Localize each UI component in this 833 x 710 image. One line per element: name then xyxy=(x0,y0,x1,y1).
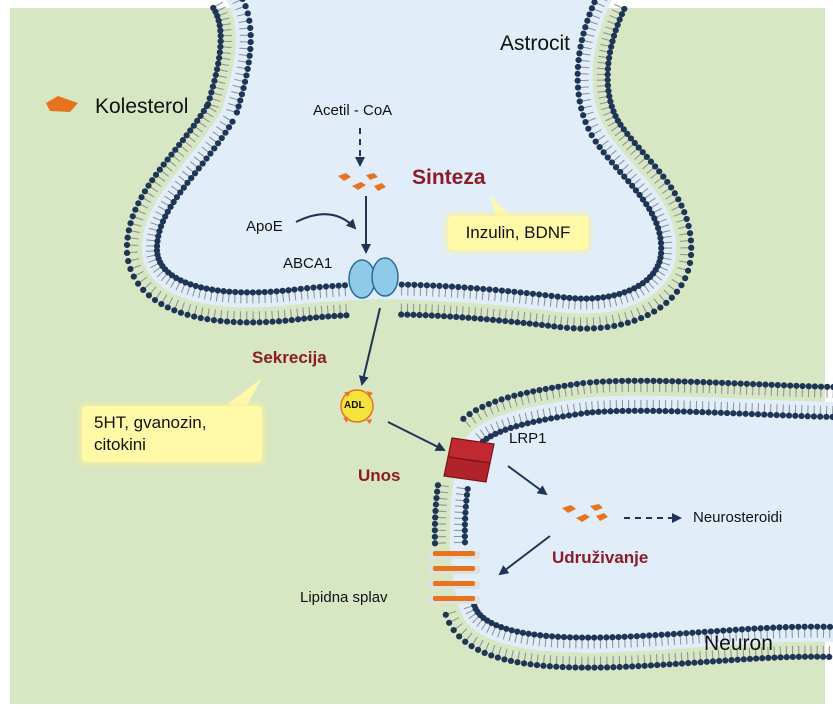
astrocyte-label: Astrocit xyxy=(500,32,570,56)
secretion-label: Sekrecija xyxy=(252,348,327,368)
neurosteroids-label: Neurosteroidi xyxy=(693,509,782,526)
lipid-raft-label: Lipidna splav xyxy=(300,589,388,606)
lrp1-receptor xyxy=(444,438,494,482)
association-label: Udruživanje xyxy=(552,548,648,568)
adl-label: ADL xyxy=(344,400,365,411)
arrow-abca1-to-adl xyxy=(362,308,380,384)
secretion-regulators-line1: 5HT, gvanozin, xyxy=(94,412,262,434)
synthesis-regulators-note: Inzulin, BDNF xyxy=(448,216,588,250)
secretion-regulators-line2: citokini xyxy=(94,434,262,456)
lrp1-label: LRP1 xyxy=(509,430,547,447)
synthesis-label: Sinteza xyxy=(412,166,486,190)
apoe-label: ApoE xyxy=(246,218,283,235)
cholesterol-legend-label: Kolesterol xyxy=(95,95,188,119)
secretion-regulators-note: 5HT, gvanozin, citokini xyxy=(82,406,262,462)
uptake-label: Unos xyxy=(358,466,401,486)
abca1-label: ABCA1 xyxy=(283,255,332,272)
neuron-label: Neuron xyxy=(704,632,773,656)
cholesterol-legend-icon xyxy=(46,96,78,112)
synthesis-regulators-text: Inzulin, BDNF xyxy=(466,223,571,242)
acetyl-coa-label: Acetil - CoA xyxy=(313,102,392,119)
arrow-adl-to-lrp1 xyxy=(388,422,444,450)
